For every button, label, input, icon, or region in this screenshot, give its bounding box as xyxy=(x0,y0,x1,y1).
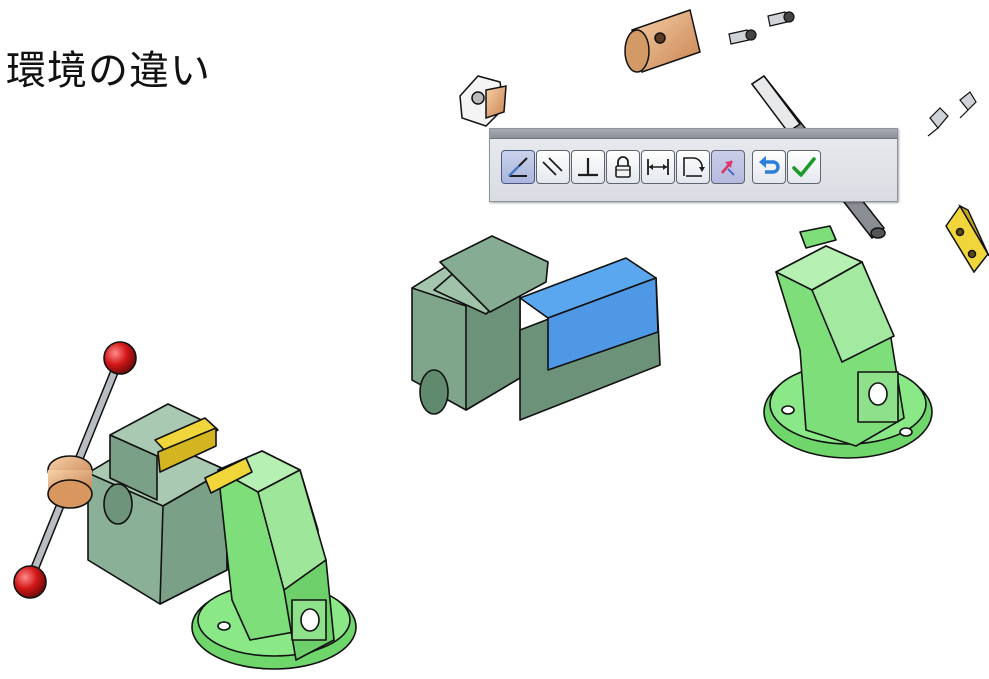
yellow-jaw-plate[interactable] xyxy=(945,204,989,274)
perpendicular-relation-icon xyxy=(578,158,598,177)
accept-button[interactable] xyxy=(787,150,821,184)
undo-icon xyxy=(759,156,780,174)
dimension-button[interactable] xyxy=(641,150,675,184)
angle-relation-icon xyxy=(508,157,528,177)
assembled-vise[interactable] xyxy=(13,341,357,670)
perpendicular-relation-button[interactable] xyxy=(571,150,605,184)
vise-fixed-part[interactable] xyxy=(763,225,933,459)
copper-cylinder-part[interactable] xyxy=(624,9,701,73)
dimension-icon xyxy=(647,159,669,175)
angle-relation-button[interactable] xyxy=(501,150,535,184)
flip-button[interactable] xyxy=(711,150,745,184)
accept-check-icon xyxy=(792,157,816,177)
parallel-relation-icon xyxy=(542,157,563,176)
flip-arrow-icon xyxy=(721,160,735,176)
rotate-button[interactable] xyxy=(676,150,710,184)
toolbar-button-row xyxy=(501,150,821,184)
toolbar-titlebar[interactable] xyxy=(490,129,897,139)
parallel-relation-button[interactable] xyxy=(536,150,570,184)
page-title: 環境の違い xyxy=(6,48,211,94)
screws[interactable] xyxy=(728,11,977,137)
lock-relation-button[interactable] xyxy=(606,150,640,184)
lock-icon xyxy=(615,156,631,178)
undo-button[interactable] xyxy=(752,150,786,184)
vise-body-part[interactable] xyxy=(411,235,661,421)
copper-nut-part[interactable] xyxy=(459,75,507,127)
relation-toolbar xyxy=(489,128,898,202)
rotate-icon xyxy=(683,157,705,177)
